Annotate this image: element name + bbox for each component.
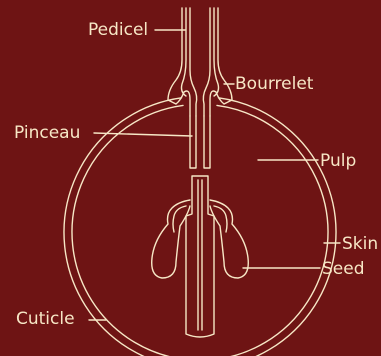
label-cuticle: Cuticle [16,309,75,329]
pedicel-outline [168,8,232,116]
label-pedicel: Pedicel [88,20,148,40]
label-bourrelet: Bourrelet [235,74,313,94]
leader-pinceau [94,133,192,136]
label-pinceau: Pinceau [14,123,80,143]
label-pulp: Pulp [320,151,356,171]
right-seed [210,200,248,278]
label-skin: Skin [342,234,378,254]
pedicel-strands [182,8,219,116]
label-seed: Seed [322,259,365,279]
pinceau-shape [190,116,210,168]
left-seed [152,200,190,278]
skin-outline [72,105,328,356]
